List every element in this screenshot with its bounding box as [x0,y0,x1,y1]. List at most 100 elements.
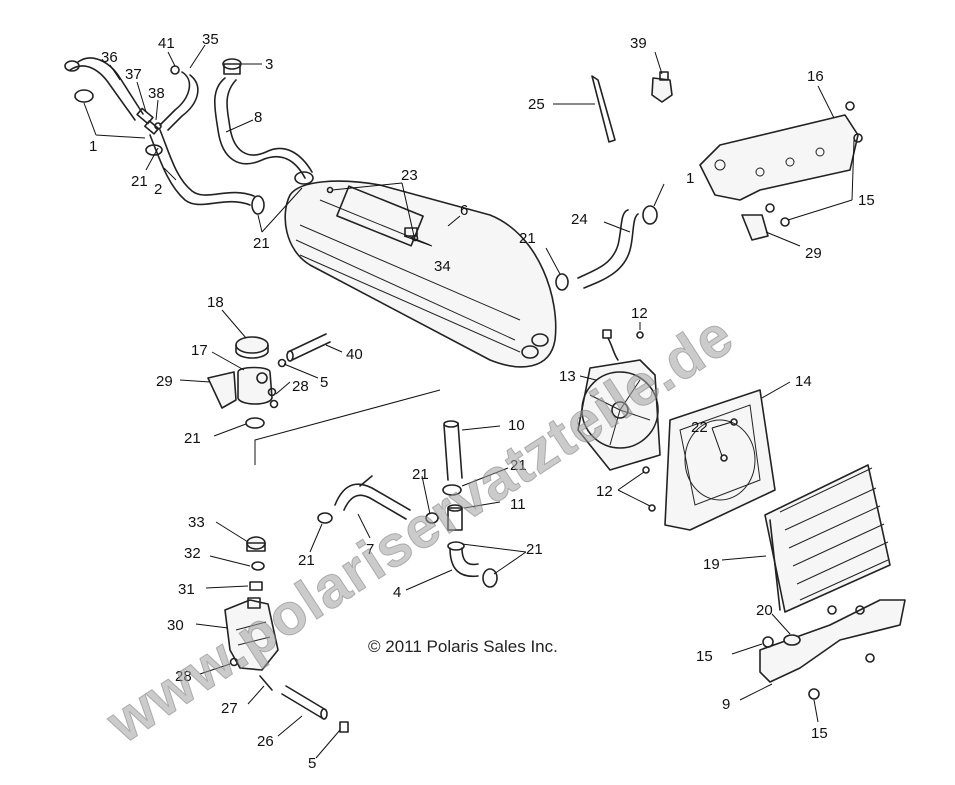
callout-5-upper: 5 [320,374,328,391]
callout-17: 17 [191,342,208,359]
callout-7: 7 [366,541,374,558]
screw-28-lower [229,657,239,667]
copyright-notice: © 2011 Polaris Sales Inc. [368,637,558,656]
overflow-bottle-30 [224,597,279,671]
callout-19: 19 [703,556,720,573]
screws-28-upper [267,387,279,409]
callout-21-elbow: 21 [526,541,543,558]
callout-35: 35 [202,31,219,48]
callout-28-lower: 28 [175,668,192,685]
callout-21-left: 21 [131,173,148,190]
clamp-21-hose2 [251,195,265,215]
plug-5-upper [277,358,287,368]
callout-21-hose10b: 21 [510,457,527,474]
fitting-27 [259,675,273,691]
clamp-21-elbow [482,568,498,588]
cap-33 [246,536,266,552]
callout-25: 25 [528,96,545,113]
callout-26: 26 [257,733,274,750]
clamp-1-left [74,89,94,103]
bracket-9 [759,599,906,683]
callout-13: 13 [559,368,576,385]
cap-31 [249,581,263,591]
callout-32: 32 [184,545,201,562]
callout-36: 36 [101,49,118,66]
callout-28-upper: 28 [292,378,309,395]
callout-21-hose7: 21 [298,552,315,569]
callout-12-lower: 12 [596,483,613,500]
hose-36 [64,57,144,121]
tie-strap-25 [591,75,616,143]
callout-37: 37 [125,66,142,83]
callout-23: 23 [401,167,418,184]
grommet-20 [783,634,801,646]
fitting-34 [404,227,418,237]
callout-38: 38 [148,85,165,102]
callout-15-lower-left: 15 [696,648,713,665]
callout-4: 4 [393,584,401,601]
callout-15-bottom: 15 [811,725,828,742]
cap-3 [222,58,242,75]
bracket-29-right [741,214,769,241]
washer-32 [251,561,265,571]
callout-33: 33 [188,514,205,531]
callout-39: 39 [630,35,647,52]
callout-11: 11 [510,496,526,513]
hose-24 [577,209,639,289]
callout-27: 27 [221,700,238,717]
callout-14: 14 [795,373,812,390]
callout-15-right: 15 [858,192,875,209]
callout-labels: 36 41 35 3 37 38 1 8 21 2 21 23 6 34 39 … [89,31,875,772]
bolts-15-right [765,203,790,227]
callout-31: 31 [178,581,195,598]
tee-11 [447,504,463,531]
hose-8 [213,77,313,179]
callout-21-hose10a: 21 [412,466,429,483]
plug-5-lower [339,721,349,733]
callout-34: 34 [434,258,451,275]
callout-2: 2 [154,181,162,198]
hose-40 [286,333,331,362]
callout-30: 30 [167,617,184,634]
callout-8: 8 [254,109,262,126]
radiator-19 [764,464,891,613]
callout-1-left: 1 [89,138,97,155]
callout-29-right: 29 [805,245,822,262]
hose-10 [443,420,463,481]
elbow-4 [447,541,479,578]
bolts-15-lower [762,605,875,700]
callout-12-upper: 12 [631,305,648,322]
callout-24: 24 [571,211,588,228]
hose-7 [334,475,411,520]
filler-neck-17 [237,366,273,405]
fan-shroud-14 [664,389,776,531]
callout-21-mid: 21 [184,430,201,447]
group-bracket-line [254,389,441,465]
hose-35 [159,65,199,131]
callout-6: 6 [460,202,468,219]
hose-26 [281,685,328,720]
callout-10: 10 [508,417,525,434]
leader-lines [83,44,855,759]
reservoir-tank-6 [284,180,557,368]
callout-40: 40 [346,346,363,363]
callout-22: 22 [691,419,708,436]
callout-16: 16 [807,68,824,85]
callout-3: 3 [265,56,273,73]
clamp-21-hose10 [442,484,462,496]
fitting-37-38 [136,107,162,135]
clamp-21-hose7 [317,512,439,524]
screws-12-lower [642,466,656,512]
clamp-21-hose8 [294,171,314,185]
clamp-21-left-mid [245,417,265,429]
bracket-29-left [207,371,237,409]
clamp-21-right [555,273,569,291]
callout-29-left: 29 [156,373,173,390]
clamp-1-right [642,205,658,225]
fan-assembly-13 [577,329,661,471]
callout-20: 20 [756,602,773,619]
bracket-16 [699,101,863,201]
sensor-39 [651,71,673,103]
